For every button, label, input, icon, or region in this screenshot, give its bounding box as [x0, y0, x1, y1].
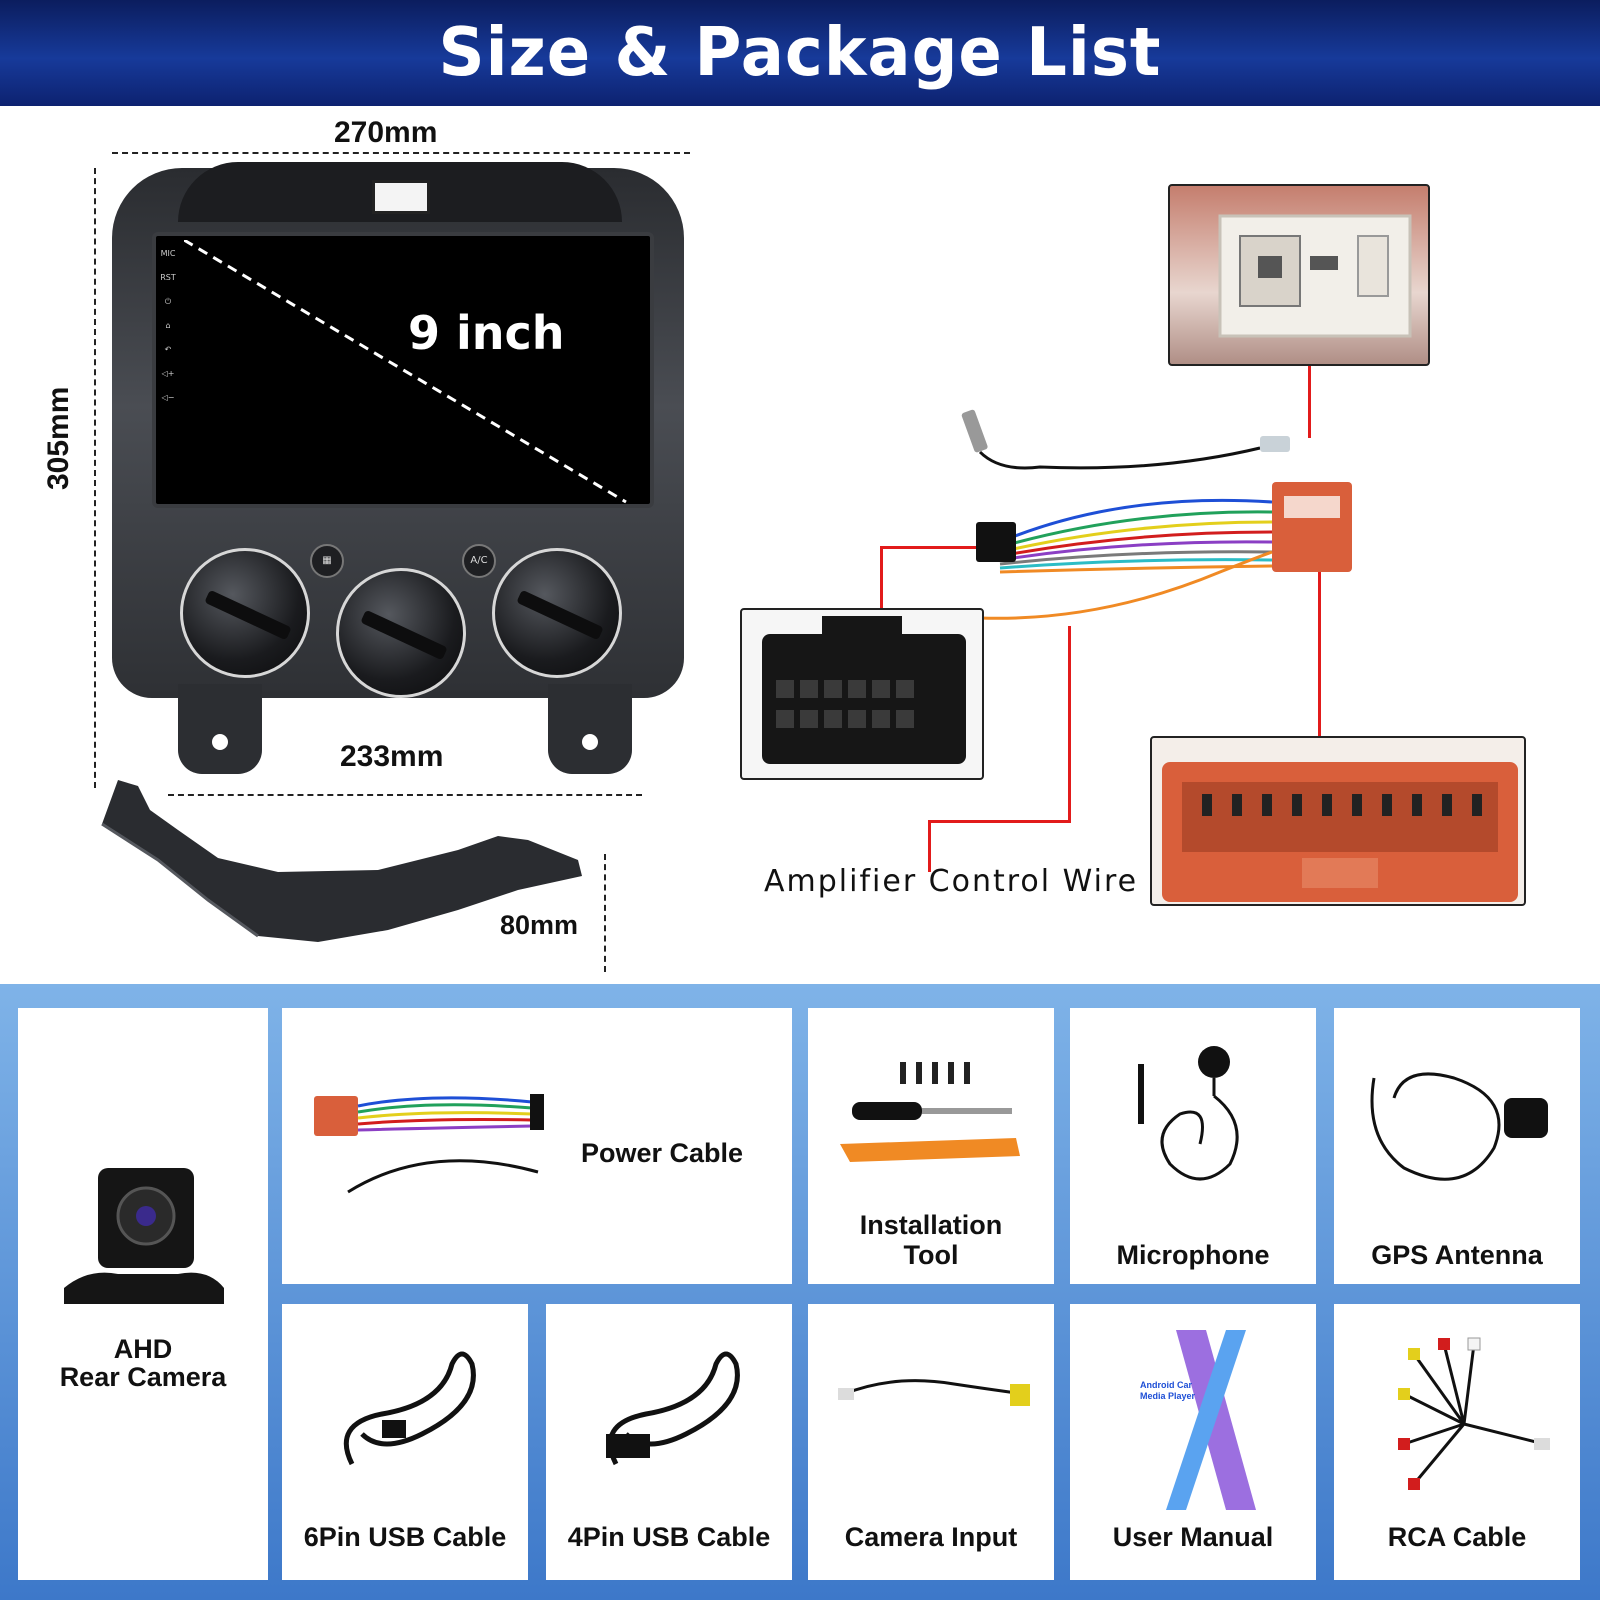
microphone-label: Microphone — [1116, 1240, 1270, 1270]
leader-line-amp-v — [1068, 626, 1071, 822]
screen-size-label: 9 inch — [408, 306, 565, 360]
head-unit-clip — [372, 180, 430, 214]
package-card-gps-antenna: GPS Antenna — [1334, 1008, 1580, 1284]
rca-cable-label: RCA Cable — [1387, 1522, 1527, 1552]
power-cable-icon — [314, 1094, 544, 1194]
screen-diagonal — [184, 240, 627, 504]
camera-input-label: Camera Input — [844, 1522, 1018, 1552]
usb-cable-icon — [343, 1351, 476, 1466]
package-card-rca-cable: RCA Cable — [1334, 1304, 1580, 1580]
leader-line-black-v — [880, 548, 883, 610]
leader-line-black-h — [880, 546, 976, 549]
screwdriver-icon — [840, 1062, 1020, 1162]
rst-label: RST — [160, 273, 176, 282]
package-card-camera-input: Camera Input — [808, 1304, 1054, 1580]
white-connector-closeup — [1168, 184, 1430, 366]
rca-cable-icon — [1398, 1337, 1550, 1490]
package-card-6pin-usb: 6Pin USB Cable — [282, 1304, 528, 1580]
dimension-line-bottom — [168, 794, 642, 796]
usb-cable-icon — [606, 1351, 740, 1466]
manual-cover-line-1: Android Car — [1140, 1380, 1193, 1390]
airflow-knob — [492, 548, 622, 678]
gps-antenna-icon — [1370, 1072, 1548, 1181]
black-connector-closeup — [740, 608, 984, 780]
dimension-width-top: 270mm — [334, 116, 438, 149]
dimension-line-width — [112, 152, 690, 154]
user-manual-icon — [1166, 1330, 1256, 1510]
amplifier-control-wire-label: Amplifier Control Wire — [764, 864, 1139, 899]
package-card-user-manual: Android Car Media Player User Manual — [1070, 1304, 1316, 1580]
package-card-4pin-usb: 4Pin USB Cable — [546, 1304, 792, 1580]
power-icon: ⏻ — [164, 297, 172, 306]
mount-leg-left — [178, 684, 262, 774]
package-card-installation-tool: Installation Tool — [808, 1008, 1054, 1284]
leader-line-white — [1308, 366, 1311, 438]
temperature-knob — [180, 548, 310, 678]
volume-down-icon: ◁− — [161, 393, 175, 402]
camera-icon — [64, 1168, 224, 1304]
home-icon: ⌂ — [165, 321, 171, 330]
dimension-width-bottom: 233mm — [340, 740, 444, 773]
dimension-height: 305mm — [42, 386, 75, 490]
power-cable-label: Power Cable — [580, 1138, 744, 1168]
manual-cover-line-2: Media Player — [1140, 1391, 1196, 1401]
mount-leg-right — [548, 684, 632, 774]
gps-antenna-label: GPS Antenna — [1371, 1240, 1543, 1270]
leader-line-amp-drop — [928, 820, 931, 872]
orange-connector-closeup — [1150, 736, 1526, 906]
head-unit-screen — [152, 232, 654, 508]
manual-cover-text: Android Car Media Player — [1140, 1380, 1195, 1402]
wiring-harness — [961, 409, 1352, 620]
rear-camera-label-1: AHD — [113, 1334, 173, 1364]
user-manual-label: User Manual — [1112, 1522, 1274, 1552]
package-card-power-cable: Power Cable — [282, 1008, 792, 1284]
header-banner: Size & Package List — [0, 0, 1600, 106]
dimension-line-height — [94, 168, 96, 788]
package-card-microphone: Microphone — [1070, 1008, 1316, 1284]
microphone-icon — [1138, 1046, 1239, 1181]
back-icon: ↶ — [164, 345, 172, 354]
package-card-rear-camera: AHD Rear Camera — [18, 1008, 268, 1580]
rear-camera-label-2: Rear Camera — [59, 1362, 227, 1392]
dimension-depth: 80mm — [500, 910, 579, 940]
installation-tool-label-2: Tool — [903, 1240, 959, 1270]
leader-line-amp-h — [928, 820, 1071, 823]
installation-tool-label-1: Installation — [859, 1210, 1003, 1240]
volume-up-icon: ◁+ — [161, 369, 175, 378]
mic-label: MIC — [160, 249, 176, 258]
6pin-usb-label: 6Pin USB Cable — [303, 1522, 507, 1552]
camera-input-cable-icon — [838, 1379, 1030, 1406]
ac-button: A/C — [462, 544, 496, 578]
screen-side-buttons: MIC RST ⏻ ⌂ ↶ ◁+ ◁− — [156, 242, 180, 432]
leader-line-orange — [1318, 560, 1321, 736]
rear-defrost-icon: ▦ — [310, 544, 344, 578]
trim-bracket — [101, 780, 582, 942]
dimension-line-depth — [604, 854, 606, 972]
fan-knob — [336, 568, 466, 698]
page-title: Size & Package List — [438, 14, 1162, 92]
4pin-usb-label: 4Pin USB Cable — [567, 1522, 771, 1552]
